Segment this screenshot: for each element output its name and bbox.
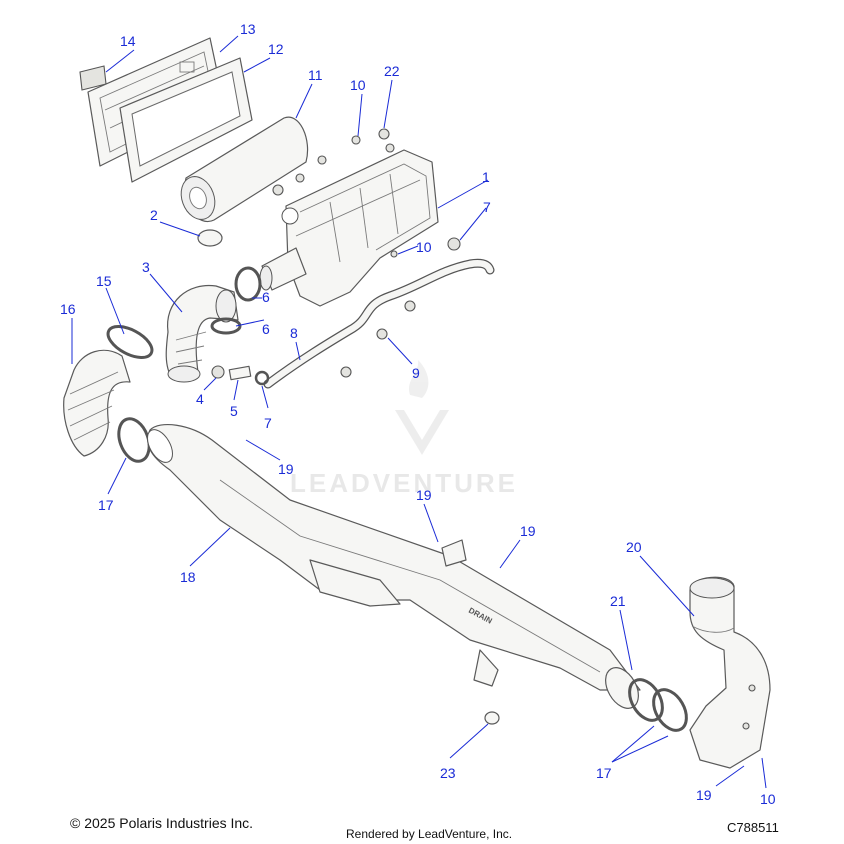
watermark-text: LEADVENTURE: [290, 468, 518, 498]
callout-8: 8: [290, 325, 298, 341]
callout-17-upper: 17: [98, 497, 114, 513]
part-17-clamp-upper: [117, 417, 151, 463]
part-1-airbox: [259, 149, 439, 307]
callout-5: 5: [230, 403, 238, 419]
copyright-text: © 2025 Polaris Industries Inc.: [70, 815, 254, 831]
callout-10-upper: 10: [350, 77, 366, 93]
leader-lines: [71, 35, 767, 789]
part-21-coupler: [605, 667, 688, 732]
callout-20: 20: [626, 539, 642, 555]
callout-19-bottom: 19: [696, 787, 712, 803]
small-clamps: [272, 128, 461, 258]
callout-11: 11: [308, 67, 323, 83]
callout-6-upper: 6: [262, 289, 270, 305]
part-16-boot: [63, 349, 131, 457]
callout-labels: 14 13 12 11 10 22 1 2 7 10 3 15 16 6 6 8…: [60, 21, 776, 807]
callout-23: 23: [440, 765, 456, 781]
callout-19-center: 19: [416, 487, 432, 503]
fittings-4-5-7: [211, 365, 270, 386]
callout-4: 4: [196, 391, 204, 407]
part-6-clamps: [210, 266, 262, 335]
callout-16: 16: [60, 301, 76, 317]
part-15-clamp: [106, 325, 154, 359]
callout-15: 15: [96, 273, 112, 289]
callout-1: 1: [482, 169, 490, 185]
callout-3: 3: [142, 259, 150, 275]
callout-10-mid: 10: [416, 239, 432, 255]
callout-12: 12: [268, 41, 284, 57]
part-12-gasket: [119, 57, 253, 183]
callout-13: 13: [240, 21, 256, 37]
callout-7-upper: 7: [483, 199, 491, 215]
part-18-tube: [147, 423, 641, 691]
part-2-cap: [197, 229, 223, 247]
part-3-elbow: [165, 284, 239, 383]
watermark: LEADVENTURE: [290, 360, 518, 498]
callout-22: 22: [384, 63, 400, 79]
callout-18: 18: [180, 569, 196, 585]
callout-2: 2: [150, 207, 158, 223]
callout-21: 21: [610, 593, 626, 609]
callout-6-lower: 6: [262, 321, 270, 337]
callout-10-bottom: 10: [760, 791, 776, 807]
callout-9: 9: [412, 365, 420, 381]
part-8-hose: [263, 258, 495, 389]
diagram-id: C788511: [727, 820, 779, 835]
callout-17-lower: 17: [596, 765, 612, 781]
callout-19-left: 19: [278, 461, 294, 477]
callout-7-lower: 7: [264, 415, 272, 431]
part-23-plug: [484, 711, 500, 725]
part-20-snorkel: [689, 576, 771, 769]
callout-19-right: 19: [520, 523, 536, 539]
callout-14: 14: [120, 33, 136, 49]
part-11-filter: [180, 116, 309, 223]
rendered-by-text: Rendered by LeadVenture, Inc.: [346, 827, 513, 841]
